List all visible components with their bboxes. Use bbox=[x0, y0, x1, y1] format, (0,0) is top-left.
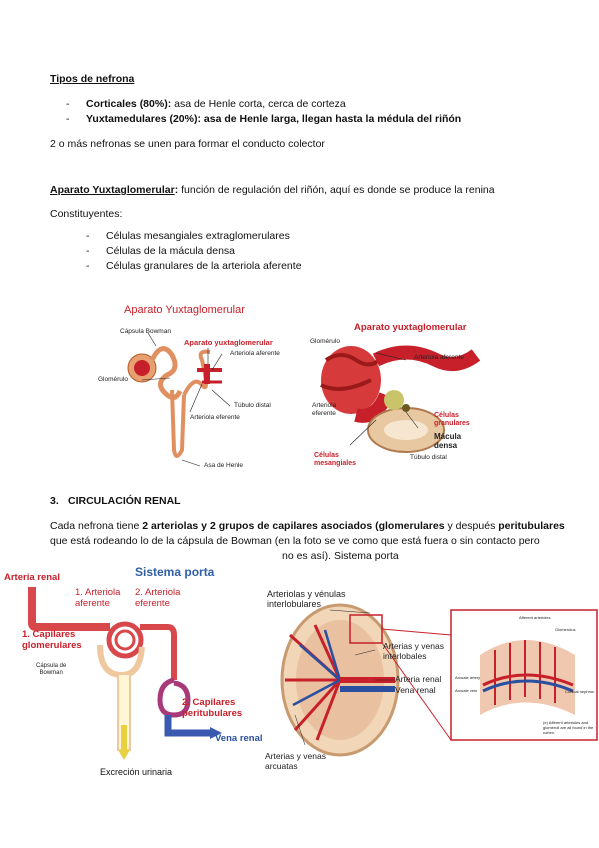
figure-sistema-porta: Sistema porta Arteria renal 1. Arteriola… bbox=[0, 565, 263, 780]
label-line: Arteriola bbox=[312, 402, 337, 409]
label-line: 2. Capilares bbox=[182, 697, 236, 708]
label-line: 2. Arteriola bbox=[135, 587, 181, 598]
list-item-corticales: Corticales (80%): asa de Henle corta, ce… bbox=[86, 98, 346, 111]
label-glomerulo: Glomérulo bbox=[310, 338, 340, 345]
label-arteriola-aferente: Arteriola aferente bbox=[230, 350, 280, 357]
label-arteria-renal: Arteria renal bbox=[395, 674, 442, 684]
label-line: Mácula bbox=[434, 432, 462, 441]
text-bold: peritubulares bbox=[498, 520, 565, 532]
figure-title: Aparato Yuxtaglomerular bbox=[124, 304, 245, 316]
label-asa-henle: Asa de Henle bbox=[204, 462, 244, 469]
label-line: granulares bbox=[434, 420, 470, 427]
portal-system-illustration bbox=[28, 587, 222, 760]
inset-label-glomerulus: Glomerulus bbox=[555, 627, 576, 632]
list-item: Células granulares de la arteriola afere… bbox=[106, 260, 302, 272]
list-item-text: asa de Henle larga, llegan hasta la médu… bbox=[200, 113, 462, 125]
label-tubulo-distal: Túbulo distal bbox=[410, 454, 447, 461]
list-item-bold: Corticales (80%): bbox=[86, 98, 172, 110]
label-glomerulo: Glomérulo bbox=[98, 376, 128, 383]
figure-aparato-right: Aparato yuxtaglomerular Glomérulo Arteri… bbox=[306, 320, 481, 475]
label-line: mesangiales bbox=[314, 460, 357, 467]
paragraph-circulacion-line2: que está rodeando lo de la cápsula de Bo… bbox=[50, 535, 540, 547]
inset-label-cortical: Cortical nephron bbox=[565, 689, 595, 694]
label-tubulo-distal: Túbulo distal bbox=[234, 402, 271, 409]
section-title-circulacion: CIRCULACIÓN RENAL bbox=[68, 495, 181, 507]
bullet-dash: - bbox=[86, 260, 90, 272]
kidney-illustration bbox=[280, 603, 598, 757]
label-line: arcuatas bbox=[265, 761, 298, 771]
text: y después bbox=[444, 520, 499, 532]
label-line: Cápsula de bbox=[36, 663, 67, 669]
label-line: interlobulares bbox=[267, 599, 322, 609]
label-line: Células bbox=[434, 412, 459, 419]
list-item-bold: Yuxtamedulares (20%): bbox=[86, 113, 201, 125]
bullet-dash: - bbox=[66, 113, 70, 125]
label-line: Células bbox=[314, 452, 339, 459]
label-line: 1. Arteriola bbox=[75, 587, 121, 598]
list-item-yuxtamedulares: Yuxtamedulares (20%): asa de Henle larga… bbox=[86, 113, 461, 126]
label-line: Arterias y venas bbox=[265, 751, 326, 761]
label-line: peritubulares bbox=[182, 708, 243, 719]
inset-caption: (e) Afferent arterioles and glomeruli ar… bbox=[543, 720, 594, 735]
figure-aparato-left: Aparato Yuxtaglomerular Cápsula Bowman A… bbox=[98, 300, 292, 475]
label-arteria-renal: Arteria renal bbox=[4, 572, 60, 583]
label-arteriola-eferente: Arteriola eferente bbox=[190, 414, 240, 421]
jga-illustration bbox=[320, 345, 481, 453]
label-line: Bowman bbox=[39, 670, 63, 676]
constituyentes-label: Constituyentes: bbox=[50, 208, 123, 220]
section-title-tipos: Tipos de nefrona bbox=[50, 73, 135, 85]
list-item: Células mesangiales extraglomerulares bbox=[106, 230, 290, 242]
section-number: 3. bbox=[50, 495, 59, 507]
label-line: Arterias y venas bbox=[383, 641, 444, 651]
list-item-text: asa de Henle corta, cerca de corteza bbox=[171, 98, 346, 110]
figure-title: Sistema porta bbox=[135, 565, 215, 579]
list-item: Células de la mácula densa bbox=[106, 245, 235, 257]
figure-title: Aparato yuxtaglomerular bbox=[354, 322, 467, 333]
section-title-aparato: Aparato Yuxtaglomerular bbox=[50, 184, 175, 196]
nephron-illustration bbox=[127, 332, 231, 467]
paragraph-aparato: Aparato Yuxtaglomerular: función de regu… bbox=[50, 184, 495, 197]
inset-label-afferent: Afferent arterioles bbox=[519, 615, 551, 620]
label-line: interlobales bbox=[383, 651, 427, 661]
label-line: glomerulares bbox=[22, 640, 82, 651]
text-bold: 2 arteriolas y 2 grupos de capilares aso… bbox=[142, 520, 379, 532]
text: Cada nefrona tiene bbox=[50, 520, 143, 532]
inset-label-arcuate-artery: Arcuate artery bbox=[455, 675, 481, 680]
inset-label-arcuate-vein: Arcuate vein bbox=[455, 688, 478, 693]
label-line: eferente bbox=[312, 410, 336, 417]
label-line: 1. Capilares bbox=[22, 629, 76, 640]
label-line: densa bbox=[434, 441, 458, 450]
label-line: aferente bbox=[75, 598, 110, 609]
label-arteriola-aferente: Arteriola aferente bbox=[414, 354, 464, 361]
label-capsula: Cápsula Bowman bbox=[120, 328, 171, 335]
bullet-dash: - bbox=[66, 98, 70, 110]
bullet-dash: - bbox=[86, 230, 90, 242]
paragraph-circulacion-line1: Cada nefrona tiene 2 arteriolas y 2 grup… bbox=[50, 520, 565, 533]
label-line: eferente bbox=[135, 598, 170, 609]
paragraph-circulacion-line3: no es así). Sistema porta bbox=[282, 550, 399, 562]
label-line: Arteriolas y vénulas bbox=[267, 589, 346, 599]
colon: : bbox=[174, 184, 179, 196]
text-bold: glomerulares bbox=[378, 520, 445, 532]
label-vena-renal: Vena renal bbox=[215, 733, 263, 744]
paragraph-nefronas: 2 o más nefronas se unen para formar el … bbox=[50, 138, 325, 150]
bullet-dash: - bbox=[86, 245, 90, 257]
label-vena-renal: Vena renal bbox=[395, 685, 436, 695]
label-aparato: Aparato yuxtaglomerular bbox=[184, 338, 273, 347]
aparato-description: función de regulación del riñón, aquí es… bbox=[178, 184, 495, 196]
label-excrecion: Excreción urinaria bbox=[100, 767, 173, 777]
